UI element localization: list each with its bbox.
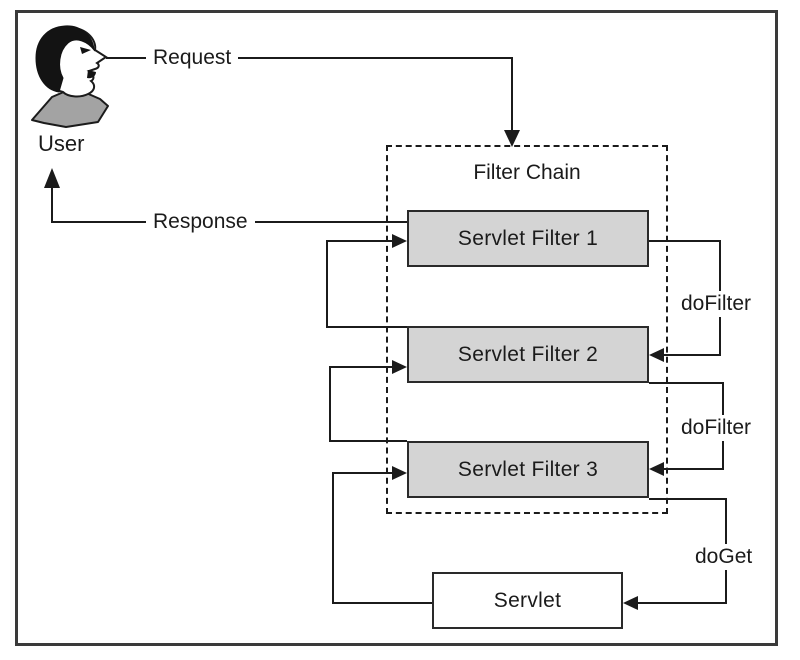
arrowhead-into-filter1: [392, 234, 407, 248]
request-path: [106, 57, 513, 130]
user-icon: [31, 25, 109, 128]
response-label: Response: [146, 209, 255, 235]
arrowhead-into-filter3-left: [392, 466, 407, 480]
request-label: Request: [146, 45, 239, 71]
arrowhead-into-servlet: [623, 596, 638, 610]
arrowhead-into-filter3-right: [649, 462, 664, 476]
arrowhead-down-into-chain: [504, 130, 520, 147]
response-path: [51, 188, 407, 223]
servlet-filter-1-box: Servlet Filter 1: [407, 210, 649, 267]
response-path-filter2-to-filter1: [326, 240, 407, 328]
dofilter-label-bottom: doFilter: [674, 415, 759, 441]
filter-chain-container: [386, 145, 668, 514]
servlet-filter-3-box: Servlet Filter 3: [407, 441, 649, 498]
response-path-servlet-to-filter3: [332, 472, 432, 604]
arrowhead-into-filter2-left: [392, 360, 407, 374]
filter-chain-title: Filter Chain: [473, 161, 581, 184]
user-hair: [35, 25, 95, 93]
dofilter-label-top: doFilter: [674, 291, 759, 317]
servlet-box: Servlet: [432, 572, 623, 629]
outer-border: [15, 10, 778, 646]
arrowhead-up-to-user: [44, 168, 60, 188]
doget-label: doGet: [688, 544, 760, 570]
user-eye: [80, 47, 91, 54]
servlet-filter-2-box: Servlet Filter 2: [407, 326, 649, 383]
response-path-filter3-to-filter2: [329, 366, 407, 442]
user-label: User: [38, 131, 85, 156]
arrowhead-into-filter2-right: [649, 348, 664, 362]
user-mouth: [87, 70, 96, 79]
